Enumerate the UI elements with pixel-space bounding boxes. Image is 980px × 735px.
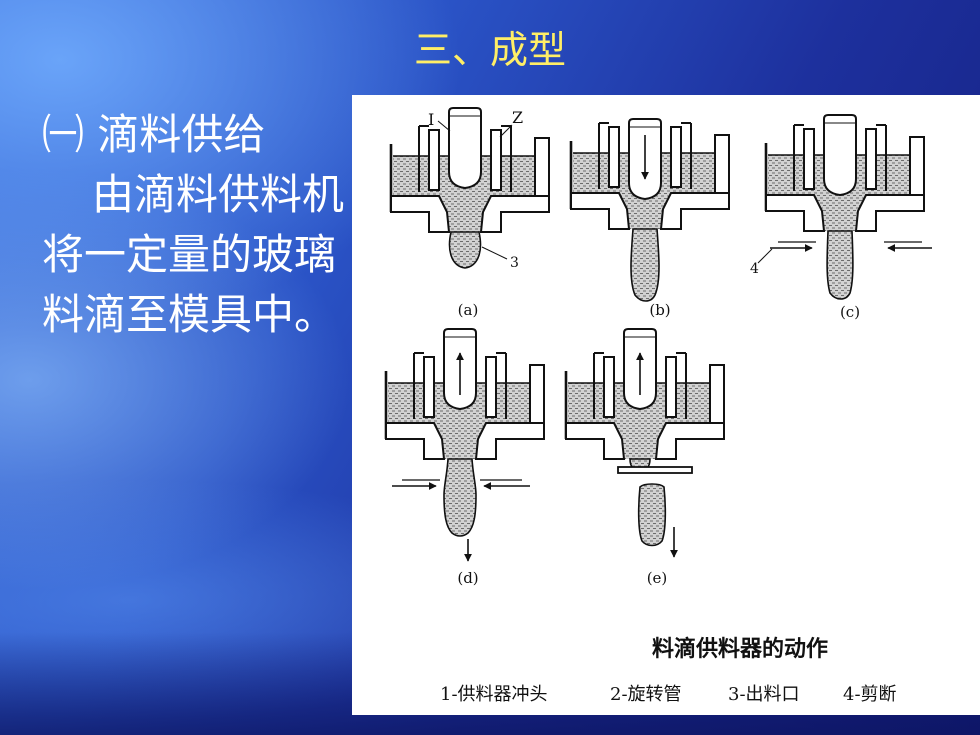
panel-e bbox=[564, 328, 726, 558]
shear-blade bbox=[617, 466, 693, 474]
gob bbox=[448, 231, 482, 269]
body-line: 由滴料供料机 bbox=[92, 170, 345, 219]
legend-item-tube: 2-旋转管 bbox=[610, 684, 682, 705]
slide-body-text: ㈠ 滴料供给 由滴料供料机 将一定量的玻璃 料滴至模具中。 bbox=[42, 105, 362, 345]
gob-feeder-figure: I Z 3 4 (a) (b) (c) (d) (e) 料滴供料器的动作 1-供… bbox=[352, 95, 980, 715]
leader-line-tube bbox=[499, 124, 513, 138]
part-label-orifice: 3 bbox=[510, 255, 519, 271]
gob bbox=[630, 228, 660, 302]
panel-label-c: (c) bbox=[840, 303, 860, 321]
plunger bbox=[448, 107, 482, 189]
gob-feeder-diagram: I Z 3 4 (a) (b) (c) (d) (e) 料滴供料器的动作 1-供… bbox=[384, 107, 932, 705]
leader-line-shear bbox=[757, 248, 773, 264]
panel-label-d: (d) bbox=[457, 569, 478, 587]
body-line: 将一定量的玻璃 bbox=[42, 230, 337, 279]
detached-gob bbox=[637, 483, 667, 547]
figure-caption: 料滴供料器的动作 bbox=[652, 636, 828, 662]
legend-item-plunger: 1-供料器冲头 bbox=[440, 684, 548, 705]
gob bbox=[443, 458, 477, 537]
plunger bbox=[823, 114, 857, 196]
part-label-plunger: I bbox=[428, 110, 434, 129]
legend-item-shear: 4-剪断 bbox=[843, 684, 897, 705]
legend-item-orifice: 3-出料口 bbox=[728, 684, 800, 705]
panel-a bbox=[389, 107, 551, 269]
panel-d bbox=[384, 328, 546, 562]
part-label-tube: Z bbox=[512, 108, 523, 127]
panel-label-e: (e) bbox=[647, 569, 668, 587]
slide-title: 三、成型 bbox=[413, 28, 566, 72]
body-line-heading: ㈠ 滴料供给 bbox=[42, 110, 266, 159]
panel-c bbox=[764, 114, 932, 300]
gob bbox=[826, 230, 854, 300]
leader-line-orifice bbox=[481, 246, 508, 260]
panel-label-b: (b) bbox=[649, 301, 670, 319]
part-label-shear: 4 bbox=[750, 261, 759, 277]
leader-line-plunger bbox=[437, 120, 451, 132]
body-line: 料滴至模具中。 bbox=[42, 290, 337, 339]
panel-label-a: (a) bbox=[458, 301, 479, 319]
panel-b bbox=[569, 118, 731, 302]
